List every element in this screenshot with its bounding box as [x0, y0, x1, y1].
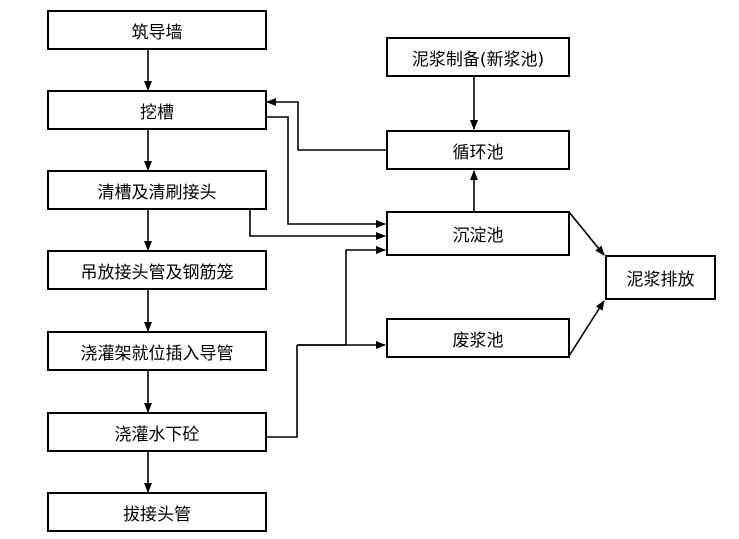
slurry-preparation-box: 泥浆制备(新浆池) [386, 37, 570, 77]
step-excavate-trench: 挖槽 [47, 90, 267, 130]
waste-slurry-pool-box: 废浆池 [386, 318, 570, 358]
arrow-waste-to-discharge [568, 300, 605, 357]
arrow-cleaning-to-settling [249, 210, 386, 240]
arrow-pour-to-settling [297, 246, 386, 346]
line-pour-to-pools [267, 345, 298, 438]
arrow-settling-to-discharge [568, 211, 605, 256]
step-lower-joint-pipe-and-cage: 吊放接头管及钢筋笼 [47, 250, 267, 290]
slurry-discharge-box: 泥浆排放 [605, 255, 716, 300]
step-clean-trench-and-joint: 清槽及清刷接头 [47, 170, 267, 210]
step-position-pour-frame: 浇灌架就位插入导管 [47, 331, 267, 371]
circulation-pool-box: 循环池 [386, 130, 570, 170]
arrow-excavation-to-settling [267, 116, 386, 228]
arrow-circulation-to-excavation [266, 98, 386, 151]
settling-pool-box: 沉淀池 [386, 211, 570, 256]
step-underwater-concrete: 浇灌水下砼 [47, 412, 267, 452]
step-build-guide-wall: 筑导墙 [47, 10, 267, 50]
step-extract-joint-pipe: 拔接头管 [47, 492, 267, 532]
